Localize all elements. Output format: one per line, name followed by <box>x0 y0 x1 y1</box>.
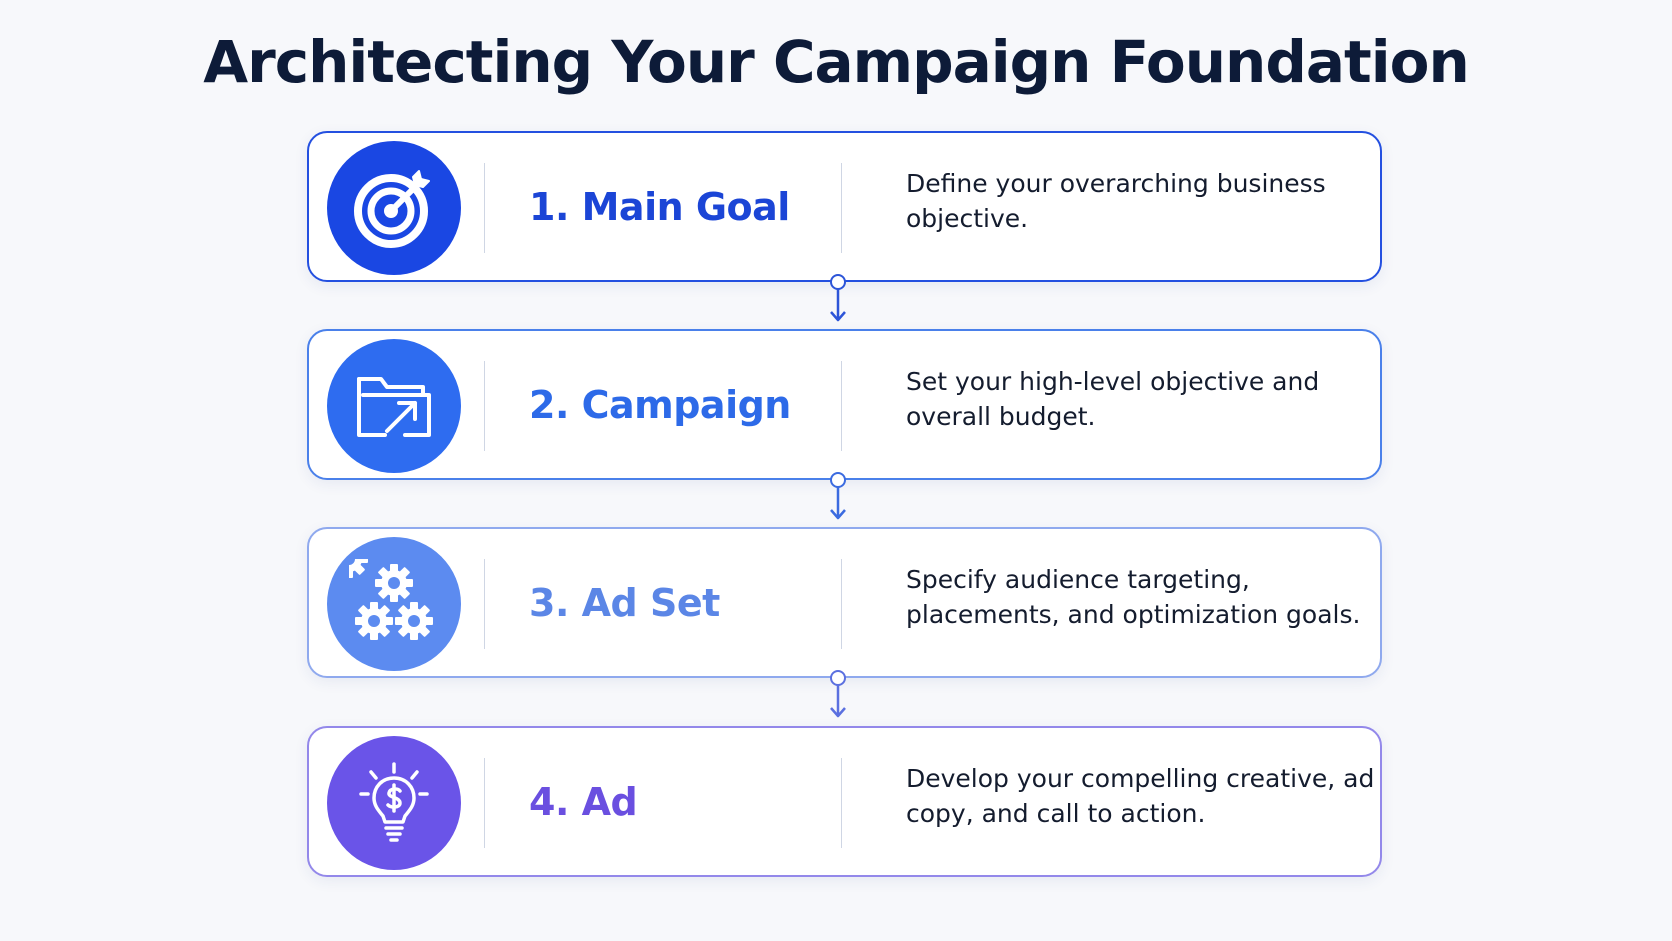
page-title: Architecting Your Campaign Foundation <box>203 28 1469 96</box>
card-divider <box>484 163 485 253</box>
step-description: Specify audience targeting, placements, … <box>906 564 1361 629</box>
step-label: 4. Ad <box>529 779 638 824</box>
target-icon <box>354 170 430 248</box>
step-icon-badge <box>327 339 461 473</box>
card-divider <box>841 361 842 451</box>
card-divider <box>484 361 485 451</box>
gears-icon <box>349 559 433 640</box>
step-description: Develop your compelling creative, ad cop… <box>906 763 1375 828</box>
step-label: 2. Campaign <box>529 382 791 427</box>
step-card-ad-set: 3. Ad Set Specify audience targeting, pl… <box>307 527 1382 678</box>
step-label: 3. Ad Set <box>529 580 720 625</box>
card-divider <box>484 559 485 649</box>
folder-arrow-icon <box>357 377 431 437</box>
card-divider <box>841 758 842 848</box>
step-description: Set your high-level objective and overal… <box>906 366 1320 431</box>
connector-arrow <box>830 670 846 718</box>
step-card-ad: 4. Ad Develop your compelling creative, … <box>307 726 1382 877</box>
step-icon-badge <box>327 141 461 275</box>
lightbulb-dollar-icon <box>359 762 429 842</box>
step-description: Define your overarching business objecti… <box>906 168 1326 233</box>
card-divider <box>841 559 842 649</box>
connector-arrow <box>830 472 846 520</box>
connector-arrow <box>830 274 846 322</box>
step-icon-badge <box>327 736 461 870</box>
step-icon-badge <box>327 537 461 671</box>
step-card-main-goal: 1. Main Goal Define your overarching bus… <box>307 131 1382 282</box>
step-label: 1. Main Goal <box>529 184 790 229</box>
card-divider <box>484 758 485 848</box>
card-divider <box>841 163 842 253</box>
step-card-campaign: 2. Campaign Set your high-level objectiv… <box>307 329 1382 480</box>
